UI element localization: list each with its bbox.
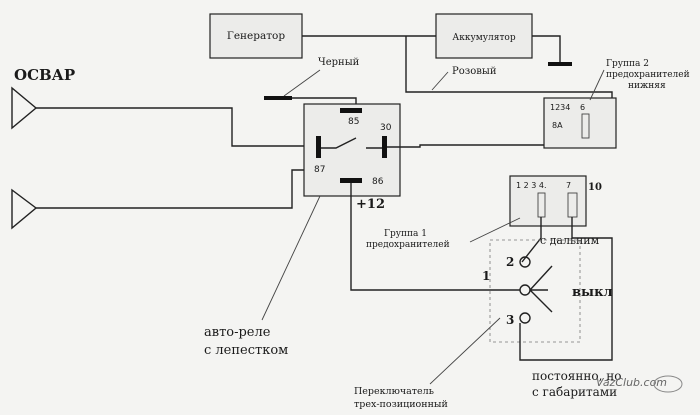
switch-contact-2 [519,256,531,268]
switch-label-2: трех-позиционный [354,399,448,410]
ground-symbol [548,62,572,66]
black-label: Черный [318,57,360,68]
fuse1-seven: 7 [566,181,571,190]
pin85-label: 85 [348,117,359,127]
battery-label: Аккумулятор [452,33,515,43]
generator-label: Генератор [227,30,285,42]
relay-switch-contact [321,137,382,149]
pink-wire [405,36,613,99]
group2-label-3: нижняя [628,81,666,91]
pos2-label: 2 [506,255,514,269]
group1-label-2: предохранителей [366,240,450,250]
s-dalnim-label: с дальним [540,234,600,247]
fuse2-element [581,113,590,139]
postoyanno-label: постоянно, но [532,369,621,383]
fuse2-six: 6 [580,103,585,112]
generator-box [209,13,303,59]
battery-box [435,13,533,59]
relay-pin-86 [340,178,362,183]
group2-label: Группа 2 [606,59,649,69]
pink-leader [431,71,449,91]
horn-upper-wire [36,107,316,147]
pin86-label: 86 [372,177,384,187]
watermark-logo-icon [653,375,683,393]
group1-leader [469,217,521,243]
horn-lower [11,188,38,230]
pin87-label: 87 [314,165,325,175]
relay-label-2: с лепестком [204,343,288,358]
fuse-group1-box [509,175,587,227]
pos1-label: 1 [482,269,490,283]
black-ground-symbol [264,96,292,100]
osvar-label: ОСВАР [14,66,75,84]
fuse2-nums: 1234 [550,103,570,112]
switch-lever [529,265,553,313]
horn-upper [11,86,38,130]
fuse2-8a: 8А [552,121,563,130]
horn-lower-wire [36,169,316,209]
pos3-label: 3 [506,313,514,327]
relay-label-1: авто-реле [204,325,271,340]
switch-outline [489,239,581,343]
relay-pin-85 [340,108,362,113]
s-gabaritami-label: с габаритами [532,385,617,399]
watermark-text: VazClub.com [596,376,667,389]
relay-pin-87 [316,136,321,158]
switch-contact-1 [519,284,531,296]
group2-leader [589,69,605,101]
relay-leader [261,195,321,321]
switch-contact-3 [519,312,531,324]
pin86-wire [350,183,520,291]
group1-label: Группа 1 [384,229,427,239]
pink-label: Розовый [452,66,497,77]
black-leader [283,69,321,97]
fuse1-ten: 10 [588,182,602,193]
group2-label-2: предохранителей [606,70,690,80]
fuse-group2-box [543,97,617,149]
switch-leader [429,317,501,385]
battery-ground-wire [532,35,561,62]
switch-return-wire [519,237,613,361]
pin30-label: 30 [380,123,392,133]
relay-pin-30 [382,136,387,158]
fuse1-wire-a [521,217,542,263]
switch-label-1: Переключатель [354,386,434,397]
fuse1-nums: 1 2 3 4. [516,181,547,190]
plus12-label: +12 [356,197,385,212]
vykl-label: выкл [572,285,613,300]
